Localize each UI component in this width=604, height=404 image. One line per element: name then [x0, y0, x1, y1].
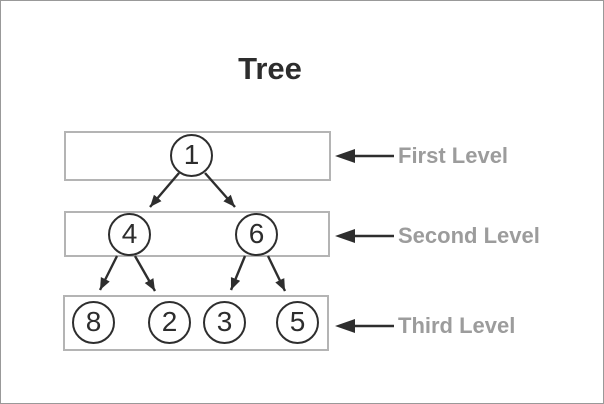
tree-node-1: 1	[170, 134, 213, 177]
tree-node-8: 8	[72, 301, 115, 344]
third-level-pointer-arrow	[335, 319, 394, 333]
edge-arrow-4-8	[98, 255, 119, 291]
first-level-pointer-arrow	[335, 149, 394, 163]
diagram-title: Tree	[238, 51, 302, 86]
tree-node-6: 6	[235, 213, 278, 256]
tree-node-4: 4	[108, 213, 151, 256]
edge-arrow-6-3	[229, 255, 247, 291]
tree-node-2: 2	[148, 301, 191, 344]
edge-arrow-4-2	[133, 255, 157, 292]
third-level-label: Third Level	[398, 313, 516, 338]
first-level-label: First Level	[398, 143, 509, 168]
edge-arrow-6-5	[266, 255, 287, 292]
tree-node-3: 3	[203, 301, 246, 344]
level-box-second	[64, 211, 330, 257]
second-level-label: Second Level	[398, 223, 540, 248]
tree-node-5: 5	[276, 301, 319, 344]
second-level-pointer-arrow	[335, 229, 394, 243]
